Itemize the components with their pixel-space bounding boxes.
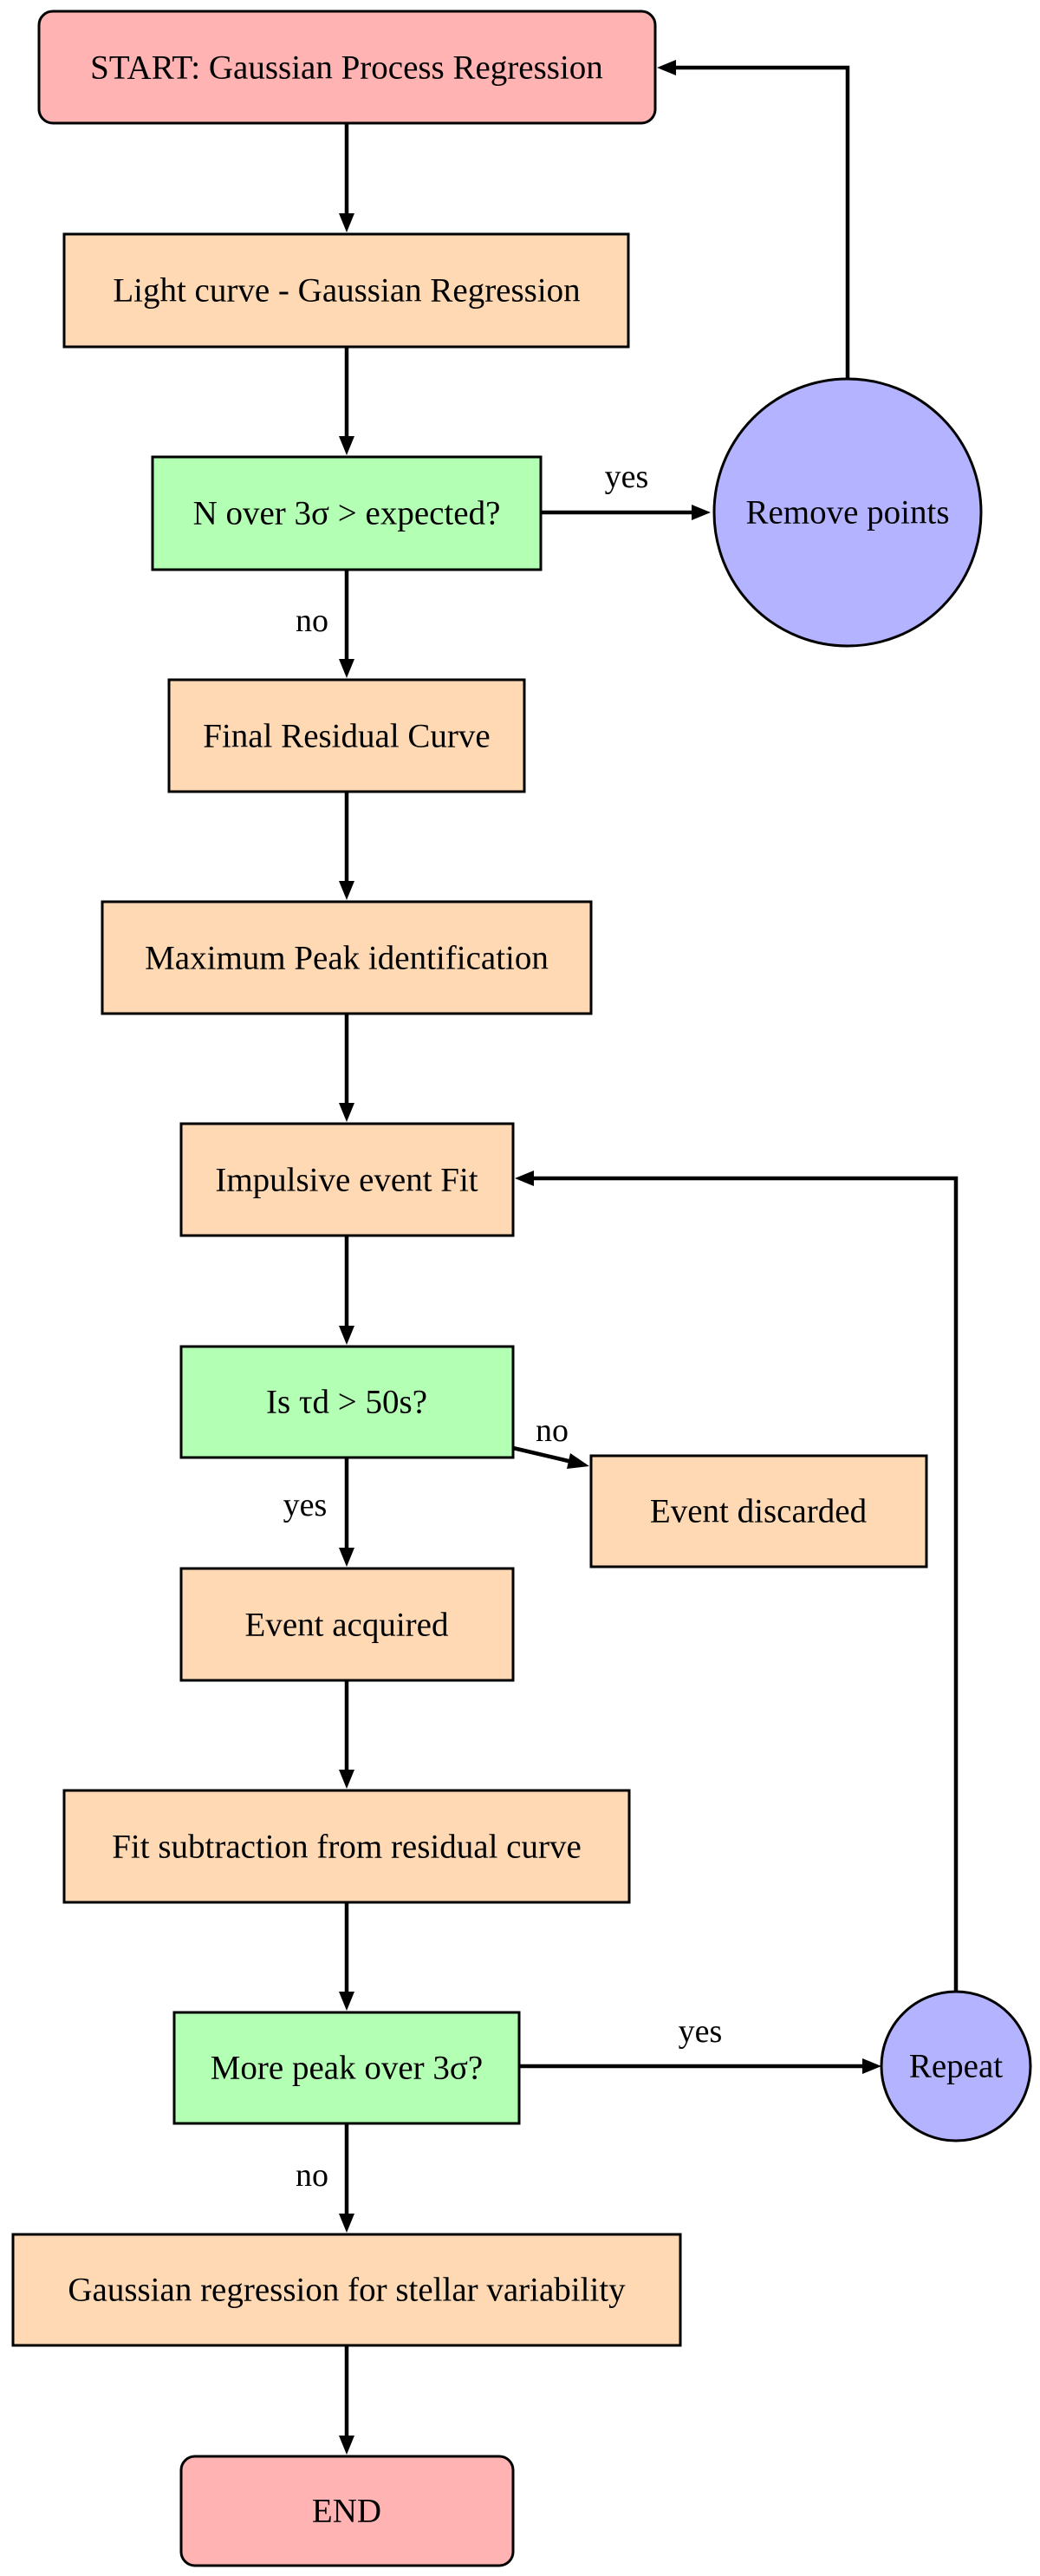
fit-subtraction-node (62, 1789, 631, 1904)
label-n-over-yes: yes (605, 459, 649, 495)
max-peak-node-label: Maximum Peak identification (145, 940, 549, 977)
arrowhead (339, 436, 354, 455)
tau-check-node-label: Is τd > 50s? (266, 1384, 427, 1421)
tau-check-node (179, 1345, 515, 1459)
arrowhead (339, 881, 354, 900)
light-curve-node-label: Light curve - Gaussian Regression (113, 272, 580, 310)
max-peak-node (101, 900, 593, 1015)
arrowhead (339, 1103, 354, 1122)
nodes: START: Gaussian Process Regression Light… (11, 10, 1032, 2567)
arrowhead (339, 2436, 354, 2455)
start-node (37, 10, 657, 125)
fit-subtraction-node-label: Fit subtraction from residual curve (112, 1829, 582, 1866)
arrowhead (339, 659, 354, 678)
light-curve-node (62, 232, 630, 349)
arrowhead (692, 505, 711, 520)
gaussian-stellar-node (11, 2233, 682, 2347)
event-discarded-node-label: Event discarded (650, 1493, 868, 1530)
arrowhead (515, 1171, 534, 1186)
repeat-node-label: Repeat (909, 2048, 1003, 2085)
n-over-3sigma-node (151, 455, 543, 571)
event-acquired-node-label: Event acquired (245, 1607, 449, 1644)
label-more-peak-yes: yes (679, 2013, 723, 2050)
more-peak-node-label: More peak over 3σ? (211, 2050, 483, 2087)
arrowhead (339, 1548, 354, 1567)
more-peak-node (172, 2011, 521, 2125)
arrowhead (339, 213, 354, 232)
remove-points-node (712, 377, 983, 648)
impulsive-fit-node (179, 1122, 515, 1237)
label-more-peak-no: no (296, 2157, 328, 2194)
arrowhead (339, 1326, 354, 1345)
arrowhead (339, 1770, 354, 1789)
edge-tau-check-to-event-discarded (512, 1445, 573, 1464)
label-n-over-no: no (296, 603, 328, 639)
event-discarded-node (589, 1454, 928, 1568)
impulsive-fit-node-label: Impulsive event Fit (215, 1162, 478, 1199)
start-node-label: START: Gaussian Process Regression (90, 49, 603, 87)
event-acquired-node (179, 1567, 515, 1682)
arrowhead (657, 60, 676, 75)
arrowhead (339, 1992, 354, 2011)
repeat-node (880, 1990, 1032, 2142)
edge-remove-points-to-start (673, 65, 850, 380)
n-over-3sigma-node-label: N over 3σ > expected? (193, 495, 501, 532)
remove-points-node-label: Remove points (745, 494, 949, 532)
final-residual-node (167, 678, 526, 793)
end-node (179, 2455, 515, 2567)
arrowheads (339, 60, 881, 2455)
label-tau-no: no (536, 1412, 569, 1449)
edges (344, 65, 959, 2441)
arrowhead (339, 2214, 354, 2233)
final-residual-node-label: Final Residual Curve (203, 718, 490, 755)
gaussian-stellar-node-label: Gaussian regression for stellar variabil… (68, 2272, 626, 2309)
arrowhead (862, 2058, 881, 2074)
edge-labels: yes no no yes yes no (283, 459, 723, 2194)
arrowhead (567, 1453, 589, 1469)
label-tau-yes: yes (283, 1487, 328, 1523)
end-node-label: END (312, 2493, 381, 2530)
edge-repeat-to-impulsive-fit (530, 1176, 959, 1992)
